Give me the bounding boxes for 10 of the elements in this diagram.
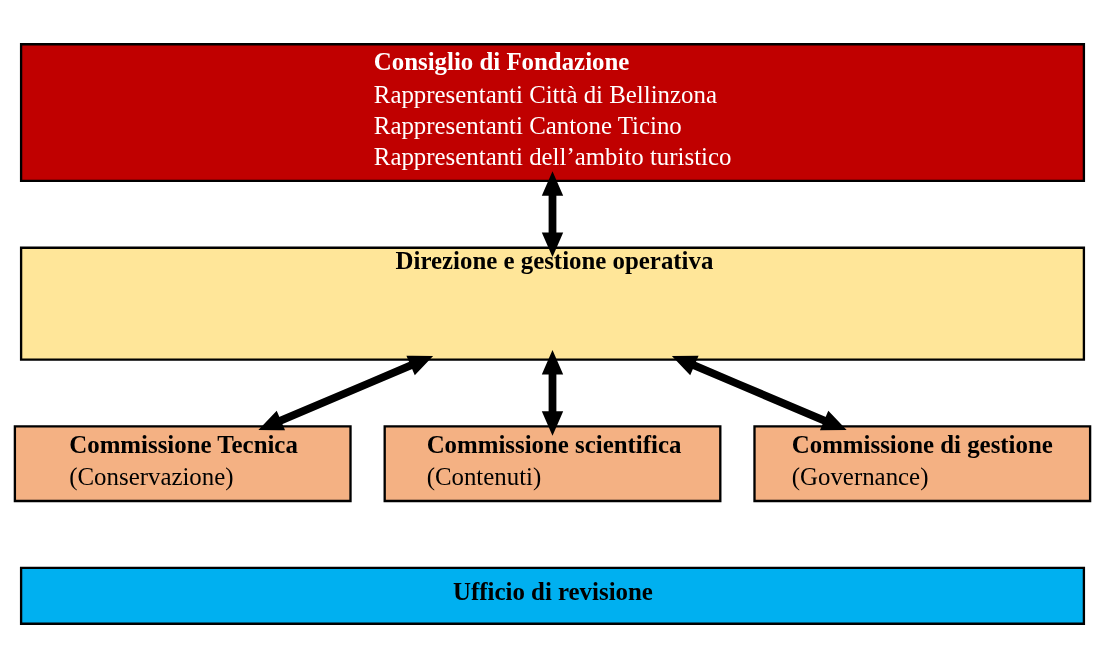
node-box: Commissione scientifica (Contenuti) [383,424,722,502]
arrow [541,170,564,257]
arrow [258,355,434,430]
arrow [541,349,564,436]
node-box: Consiglio di Fondazione Rappresentanti Città di Bellinzona Rappresentanti Cantone Ticino Rappresentanti dell’ambito turistico [19,42,1086,182]
node-box: Commissione Tecnica (Conservazione) [13,424,352,502]
node-box: Commissione di gestione (Governance) [753,424,1092,502]
arrow [671,355,847,430]
node-box: Ufficio di revisione [19,566,1086,625]
node-box: Direzione e gestione operativa [19,246,1086,361]
